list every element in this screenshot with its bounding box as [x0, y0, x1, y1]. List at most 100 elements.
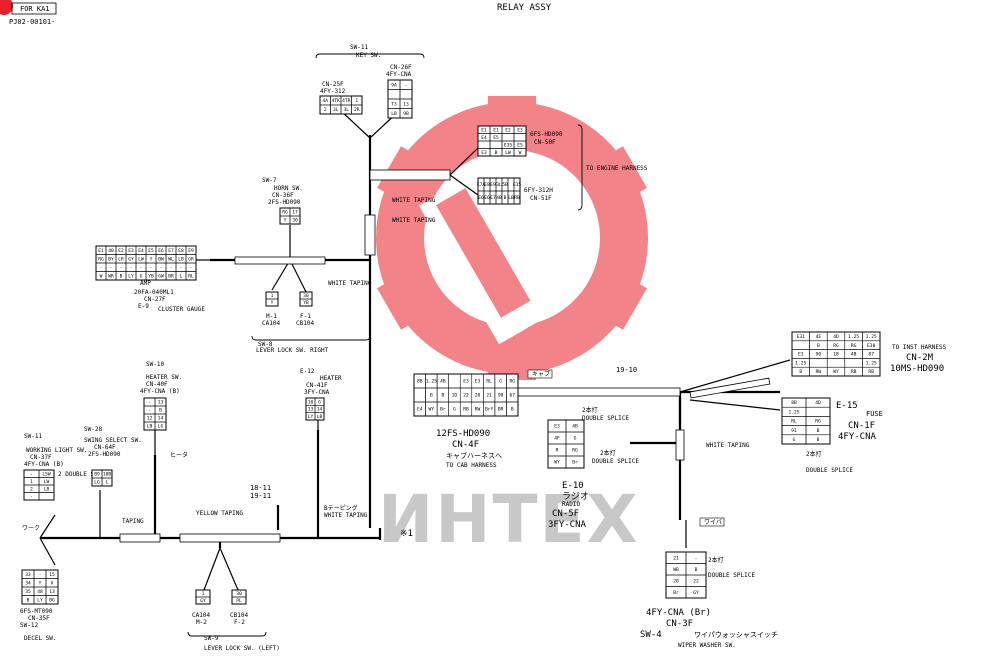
fuse-splice-jp: 2本打: [806, 450, 822, 458]
fuse-cn-type: 4FY-CNA: [838, 432, 877, 442]
connector-pin-label: 91: [791, 428, 797, 434]
connector-pin-label: E3: [798, 352, 804, 358]
connector-pin-label: WY: [554, 460, 560, 466]
cab-to-label: TO CAB HARNESS: [446, 462, 497, 469]
connector-pin-label: 4B: [851, 352, 857, 358]
connector-pin-label: E8: [484, 182, 490, 188]
wiper-name: WIPER WASHER SW.: [678, 642, 736, 649]
radio-jp: ラジオ: [562, 491, 589, 502]
lever-left-m-connector: 1GY: [195, 589, 211, 605]
connector-pin-label: E30: [867, 343, 876, 349]
decel-name: DECEL SW.: [24, 635, 57, 642]
connector-pin-label: E8: [178, 248, 184, 254]
connector-pin-label: WY: [833, 369, 839, 375]
heater-sw-cn-type: 4FY-CNA (B): [140, 388, 180, 395]
connector-pin-label: LB: [317, 414, 323, 420]
connector-pin-label: E35: [504, 142, 513, 148]
connector-pin-label: RB: [514, 195, 520, 201]
radio-cn-type: 3FY-CNA: [548, 520, 587, 530]
connector-pin-label: -: [39, 573, 42, 578]
connector-pin-label: 2R: [354, 107, 360, 113]
connector-pin-label: RL: [791, 419, 797, 425]
radio-cn-id: CN-5F: [552, 509, 579, 519]
connector-pin-label: LB: [147, 424, 153, 430]
connector-pin-label: B: [817, 428, 820, 434]
connector-pin-label: BW: [158, 256, 164, 262]
connector-pin-label: BR: [168, 273, 174, 279]
connector-pin-label: -: [695, 556, 698, 561]
white-taping-label-1: WHITE TAPING: [392, 197, 436, 204]
wiper-cn-id: CN-3F: [666, 619, 693, 629]
connector-pin-label: 21: [486, 393, 492, 399]
connector-pin-label: B: [817, 437, 820, 443]
connector-pin-label: RG: [572, 448, 578, 454]
connector-pin-label: 13: [49, 589, 55, 595]
horn-cn-type: 2FS-HD090: [268, 199, 301, 206]
connector-pin-label: 4TR: [342, 98, 351, 104]
connector-pin-cell: [45, 595, 59, 605]
connector-pin-label: 40: [108, 248, 114, 254]
connector-pin-label: E4: [417, 407, 423, 413]
inst-type: 10MS-HD090: [890, 364, 944, 374]
radio-splice-2: DOUBLE SPLICE: [592, 458, 639, 465]
fuse-e-id: E-15: [836, 401, 858, 411]
watermark-text: ИНТЕХ: [378, 481, 639, 558]
connector-pin-label: E2: [505, 127, 511, 133]
connector-pin-label: 15: [49, 572, 55, 578]
connector-pin-cell: [351, 104, 363, 115]
heater-sw-cn-id: CN-40F: [146, 381, 168, 388]
connector-pin-label: 4B: [440, 379, 446, 385]
heater-sw-name: HEATER SW.: [146, 374, 182, 381]
connector-pin-label: E7: [168, 248, 174, 254]
work-light-name: WORKING LIGHT SW.: [26, 447, 87, 454]
connector-pin-label: G: [318, 399, 321, 405]
connector-pin-label: 8B: [791, 400, 797, 406]
connector-pin-label: 22: [693, 578, 699, 584]
connector-pin-label: 4E: [816, 334, 822, 340]
inst-wire-label: 19-10: [616, 366, 637, 374]
heater-sw-id: SW-10: [146, 361, 164, 368]
radio-e-id: E-10: [562, 481, 584, 491]
cluster-name: CLUSTER GAUGE: [158, 306, 205, 313]
connector-pin-label: 1.25: [795, 360, 806, 366]
connector-pin-label: BY: [108, 256, 114, 262]
connector-pin-label: Y: [271, 300, 274, 306]
connector-pin-label: E4: [481, 135, 487, 141]
horn-cn-id: CN-36F: [272, 192, 294, 199]
connector-pin-cell: [513, 148, 527, 157]
radio-splice: DOUBLE SPLICE: [582, 415, 629, 422]
inst-to-label: TO INST HARNESS: [892, 344, 947, 351]
connector-pin-label: E2: [118, 248, 124, 254]
connector-pin-cell: [101, 477, 113, 487]
cluster-type: 20FA-040ML1: [134, 289, 174, 296]
cab-cn-id: CN-4F: [452, 440, 479, 450]
wiper-splice: DOUBLE SPLICE: [708, 572, 755, 579]
connector-pin-label: B: [799, 369, 802, 375]
connector-pin-label: G: [140, 273, 143, 279]
page-title: RELAY ASSY: [497, 3, 552, 13]
connector-pin-label: B: [695, 567, 698, 573]
connector-pin-label: LB: [44, 486, 50, 492]
connector-pin-label: 1B: [833, 352, 839, 358]
inst-cn-id: CN-2M: [906, 353, 934, 363]
connector-pin-label: 1.25: [848, 334, 859, 340]
key-cn1-type: 4FY-312: [320, 88, 346, 95]
connector-pin-label: BrY: [485, 407, 494, 413]
connector-pin-label: 10B: [103, 472, 112, 478]
connector-pin-label: LW: [44, 479, 50, 485]
connector-pin-label: YB: [303, 300, 309, 306]
connector-pin-label: 9B: [403, 111, 409, 117]
connector-pin-cell: [231, 596, 247, 605]
swing-name: SWING SELECT SW.: [84, 437, 142, 444]
connector-pin-label: E5: [148, 248, 154, 254]
swing-cn-type: 2FS-HD090: [88, 451, 121, 458]
connector-pin-label: E1: [98, 248, 104, 254]
connector-pin-label: E3: [554, 424, 560, 430]
horn-sw-id: SW-7: [262, 177, 277, 184]
